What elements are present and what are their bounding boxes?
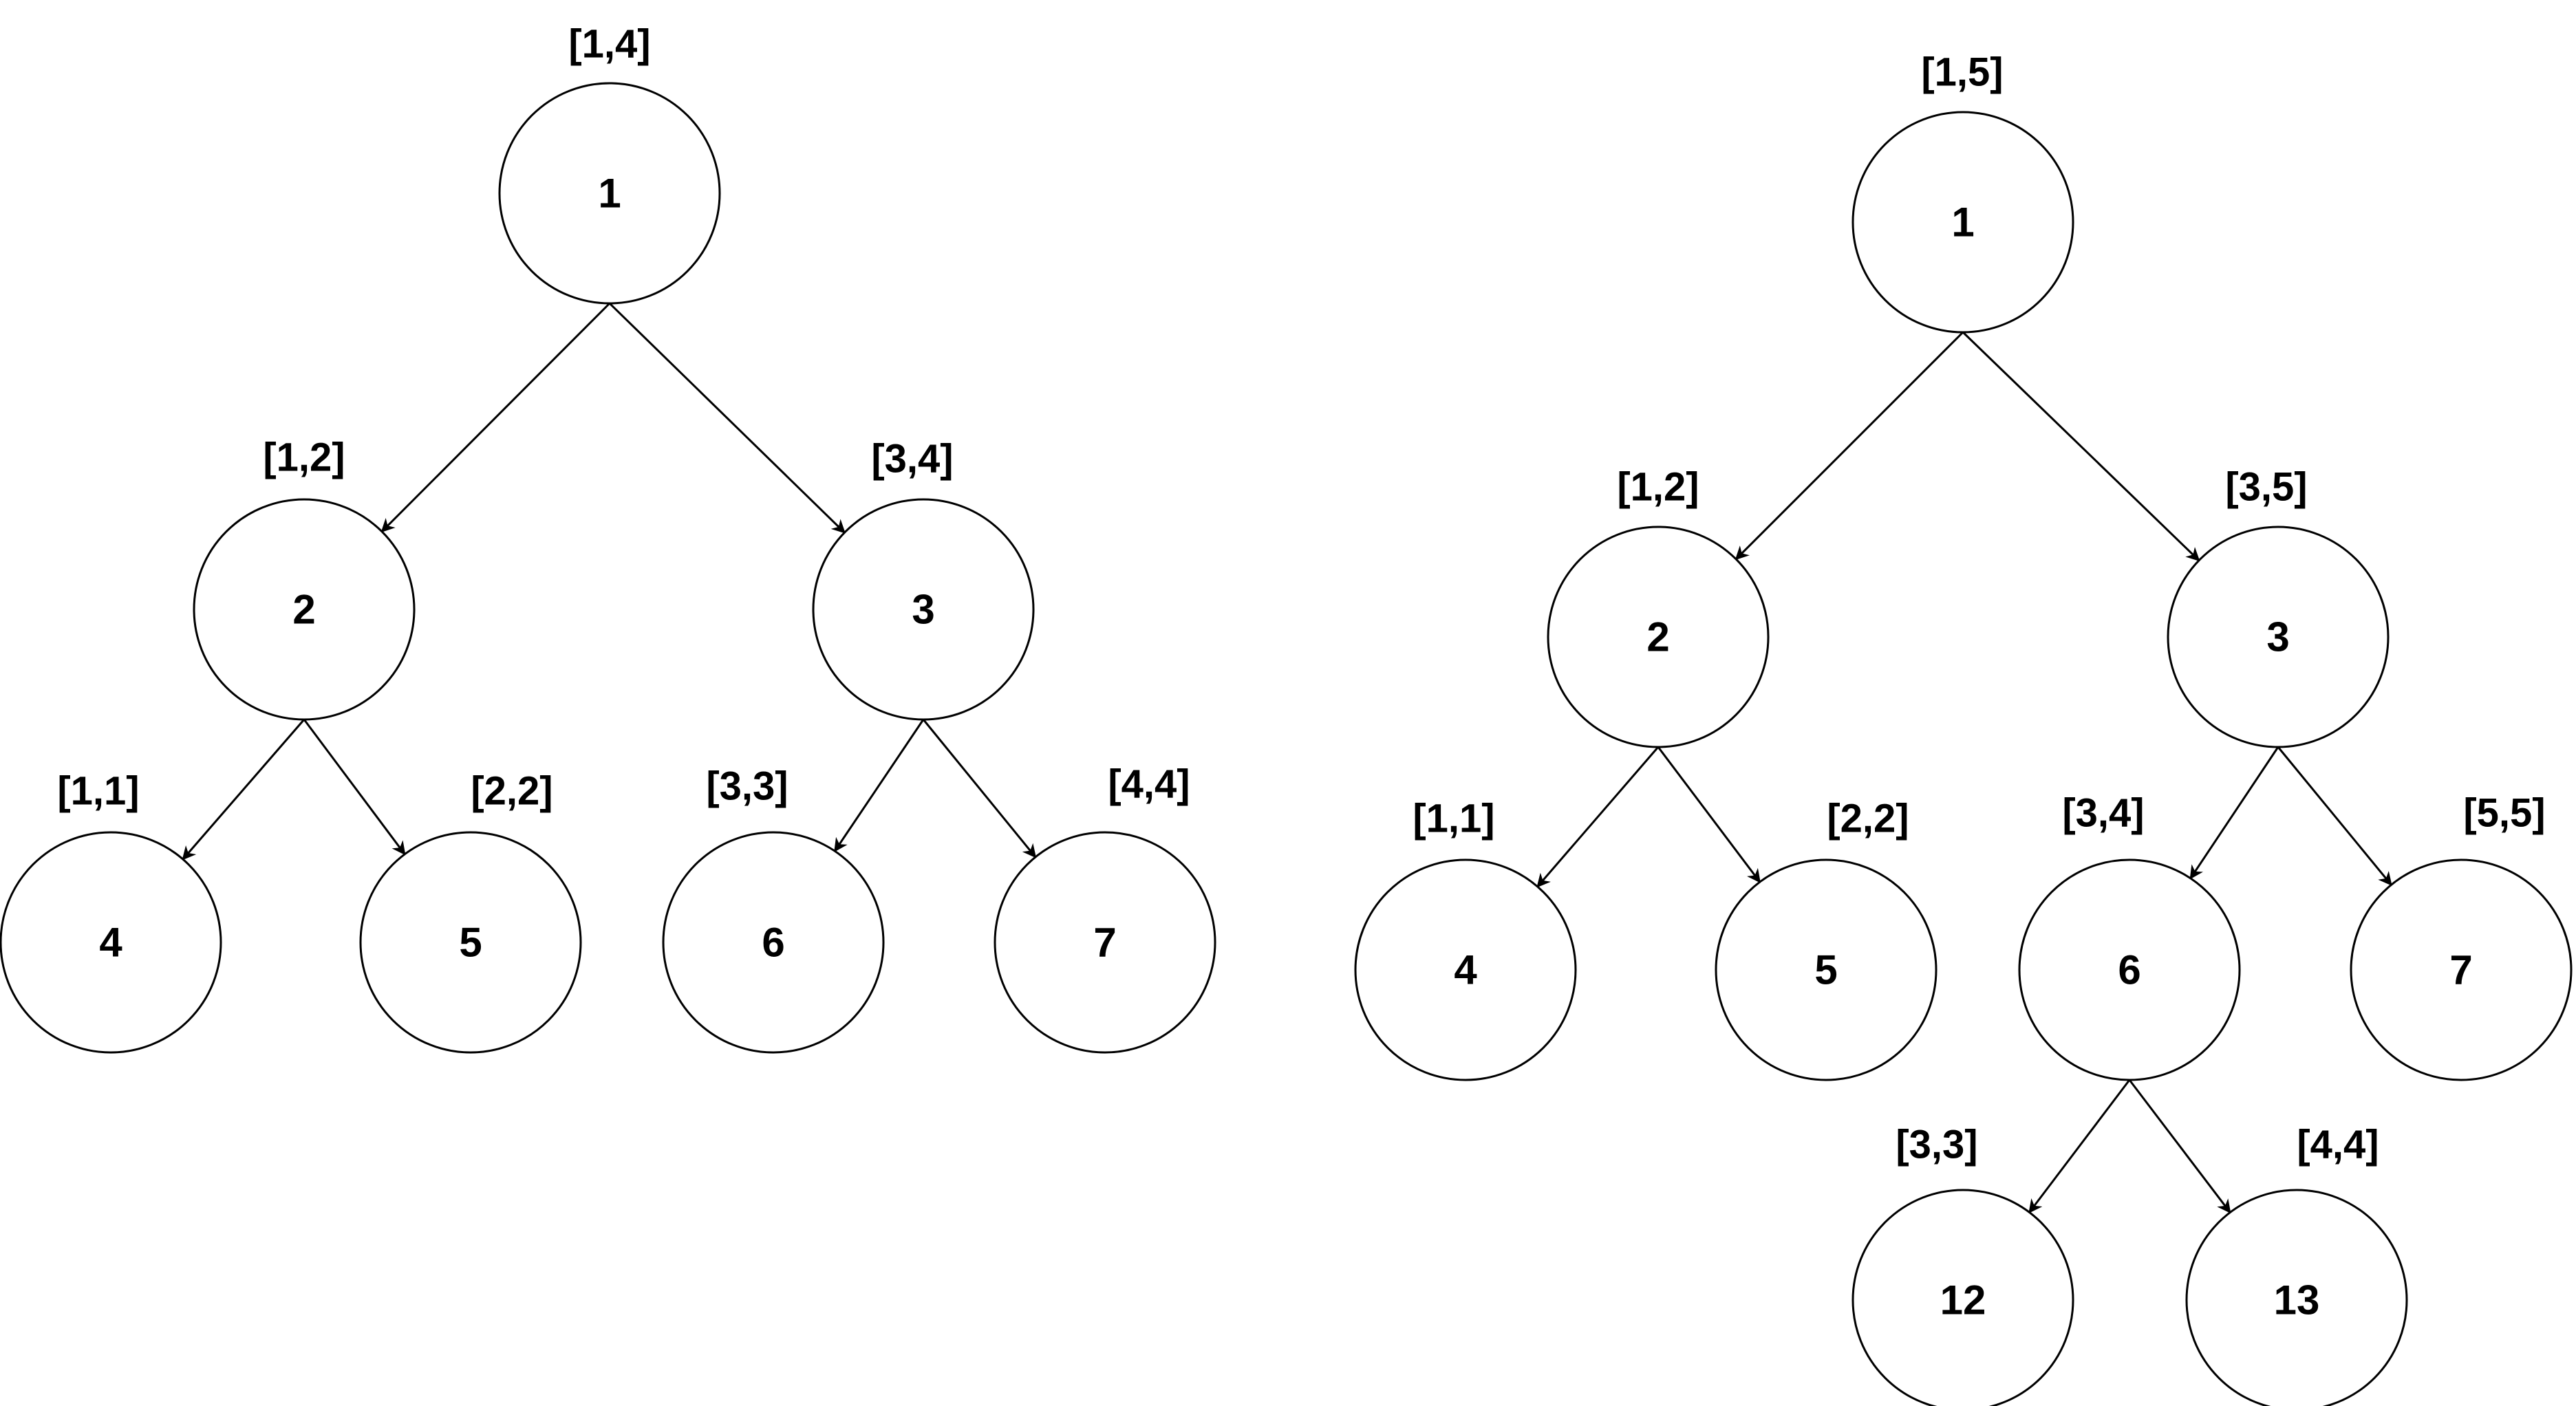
node-range-label: [1,1] bbox=[57, 769, 139, 814]
tree-node-L7: 7 [4,4] bbox=[994, 762, 1216, 1054]
node-range-label: [4,4] bbox=[2297, 1123, 2379, 1167]
node-circle bbox=[1852, 1189, 2074, 1406]
edge-R1-to-R3 bbox=[1962, 331, 2200, 562]
edge-L3-to-L6 bbox=[834, 719, 925, 852]
edge-R2-to-R5 bbox=[1657, 746, 1761, 883]
node-range-label: [2,2] bbox=[1827, 797, 1909, 841]
tree-node-R5: 5 [2,2] bbox=[1715, 797, 1938, 1081]
tree-node-L5: 5 [2,2] bbox=[359, 769, 582, 1054]
node-index-label: 12 bbox=[1940, 1277, 1986, 1323]
edge-L3-to-L7 bbox=[922, 719, 1037, 858]
node-circle bbox=[1547, 526, 1770, 748]
node-circle bbox=[812, 498, 1035, 721]
edge-R6-to-R13 bbox=[2128, 1079, 2231, 1214]
tree-node-R2: 2 [1,2] bbox=[1547, 465, 1770, 748]
tree-node-L2: 2 [1,2] bbox=[193, 435, 416, 721]
node-range-label: [1,2] bbox=[263, 435, 345, 480]
edge-R2-to-R4 bbox=[1536, 746, 1660, 888]
node-range-label: [3,3] bbox=[706, 764, 788, 809]
node-index-label: 1 bbox=[1951, 199, 1974, 246]
node-range-label: [3,4] bbox=[2062, 791, 2144, 836]
node-range-label: [3,5] bbox=[2225, 465, 2307, 510]
node-index-label: 2 bbox=[1646, 614, 1669, 660]
node-circle bbox=[1354, 858, 1577, 1081]
node-range-label: [2,2] bbox=[471, 769, 552, 814]
node-circle bbox=[662, 831, 885, 1054]
nodes-layer: 1 [1,4] 2 [1,2] 3 [3,4] 4 [1,1] 5 [2,2] 6 [3,3] 7 [4,… bbox=[0, 22, 2573, 1406]
node-index-label: 5 bbox=[459, 920, 482, 966]
edge-R1-to-R2 bbox=[1735, 331, 1964, 561]
node-range-label: [3,3] bbox=[1896, 1123, 1977, 1167]
tree-node-L6: 6 [3,3] bbox=[662, 764, 885, 1054]
tree-node-R12: 12 [3,3] bbox=[1852, 1123, 2074, 1406]
node-circle bbox=[2167, 526, 2390, 748]
edge-L2-to-L5 bbox=[303, 719, 406, 856]
node-circle bbox=[994, 831, 1216, 1054]
tree-node-L1: 1 [1,4] bbox=[498, 22, 721, 305]
node-index-label: 1 bbox=[598, 171, 621, 217]
node-index-label: 7 bbox=[2449, 947, 2472, 993]
node-index-label: 2 bbox=[292, 587, 315, 633]
node-circle bbox=[1852, 111, 2074, 334]
tree-node-L4: 4 [1,1] bbox=[0, 769, 222, 1054]
node-circle bbox=[2018, 858, 2241, 1081]
tree-node-L3: 3 [3,4] bbox=[812, 437, 1035, 721]
tree-node-R1: 1 [1,5] bbox=[1852, 50, 2074, 334]
tree-node-R7: 7 [5,5] bbox=[2350, 791, 2573, 1081]
node-circle bbox=[2185, 1189, 2408, 1406]
edge-R6-to-R12 bbox=[2028, 1079, 2131, 1213]
node-circle bbox=[0, 831, 222, 1054]
node-circle bbox=[359, 831, 582, 1054]
node-range-label: [4,4] bbox=[1108, 762, 1190, 807]
node-circle bbox=[193, 498, 416, 721]
tree-node-R4: 4 [1,1] bbox=[1354, 797, 1577, 1081]
edge-L2-to-L4 bbox=[182, 719, 305, 861]
edge-R3-to-R6 bbox=[2189, 746, 2279, 880]
edge-R3-to-R7 bbox=[2277, 746, 2392, 886]
node-circle bbox=[498, 82, 721, 305]
node-range-label: [1,2] bbox=[1617, 465, 1699, 510]
edge-L1-to-L3 bbox=[608, 302, 846, 534]
node-index-label: 4 bbox=[99, 920, 122, 966]
node-range-label: [3,4] bbox=[871, 437, 953, 482]
node-index-label: 3 bbox=[2266, 614, 2289, 660]
node-range-label: [5,5] bbox=[2463, 791, 2545, 836]
node-range-label: [1,5] bbox=[1921, 50, 2003, 95]
node-index-label: 6 bbox=[2118, 947, 2140, 993]
edges-layer bbox=[182, 302, 2392, 1214]
node-circle bbox=[2350, 858, 2573, 1081]
node-range-label: [1,4] bbox=[568, 22, 650, 67]
edge-L1-to-L2 bbox=[380, 302, 611, 533]
node-index-label: 3 bbox=[912, 587, 934, 633]
node-index-label: 5 bbox=[1814, 947, 1837, 993]
node-index-label: 4 bbox=[1454, 947, 1477, 993]
node-circle bbox=[1715, 858, 1938, 1081]
node-index-label: 6 bbox=[762, 920, 784, 966]
node-index-label: 7 bbox=[1093, 920, 1116, 966]
tree-node-R3: 3 [3,5] bbox=[2167, 465, 2390, 748]
node-range-label: [1,1] bbox=[1413, 797, 1494, 841]
node-index-label: 13 bbox=[2274, 1277, 2320, 1323]
tree-node-R13: 13 [4,4] bbox=[2185, 1123, 2408, 1406]
tree-node-R6: 6 [3,4] bbox=[2018, 791, 2241, 1081]
